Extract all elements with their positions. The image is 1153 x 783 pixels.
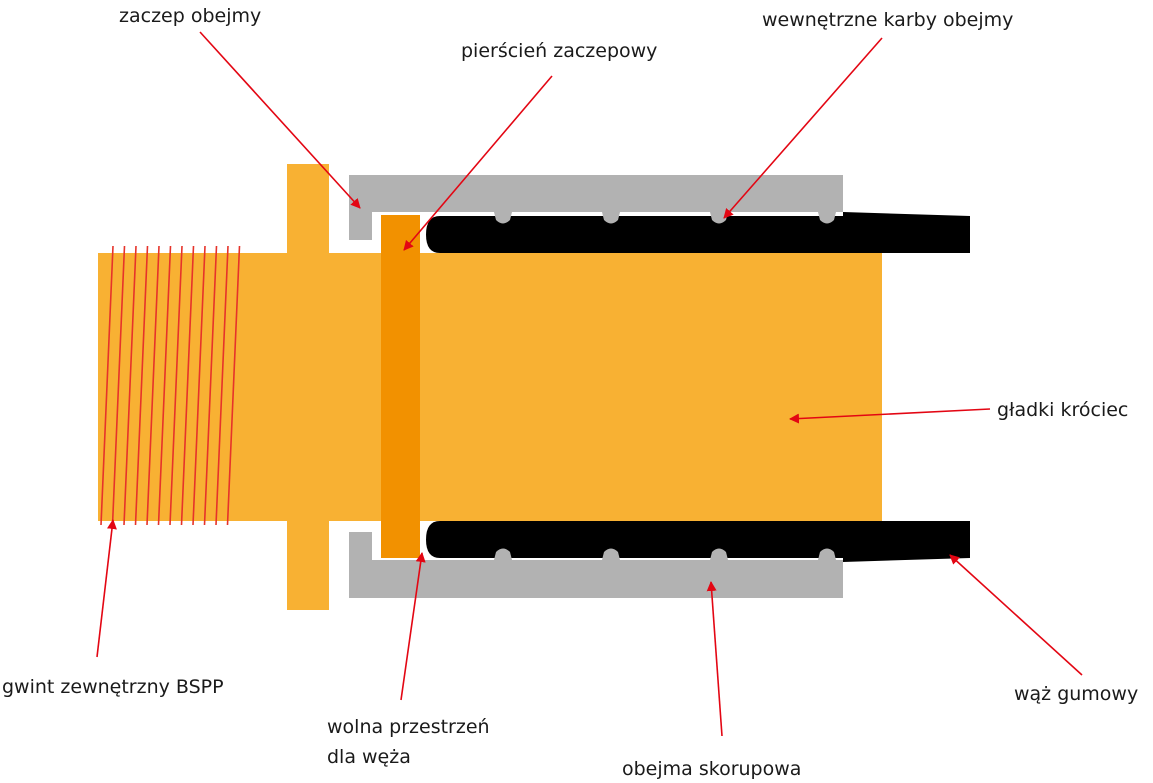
retaining-ring — [381, 215, 420, 558]
label-rubber-hose: wąż gumowy — [1014, 683, 1139, 705]
arrow-internal-notches — [723, 37, 883, 219]
arrow-rubber-hose — [949, 554, 1083, 676]
label-smooth-spigot: gładki króciec — [997, 399, 1129, 421]
thread-line — [111, 245, 126, 526]
thread-line — [123, 245, 137, 526]
fitting-body — [98, 164, 882, 610]
rubber-hose-bottom — [426, 521, 970, 558]
thread-line — [180, 245, 195, 526]
ferrule-bottom — [349, 532, 843, 598]
thread-line — [203, 245, 218, 526]
arrow-retainer-hook — [199, 31, 361, 209]
label-retainer-hook: zaczep obejmy — [119, 5, 262, 27]
arrow-smooth-spigot — [789, 408, 991, 424]
thread-line — [215, 245, 229, 526]
callout-arrows — [96, 31, 1083, 737]
thread-line — [226, 245, 241, 526]
arrow-retaining-ring — [403, 75, 553, 251]
hose-tail-top — [843, 212, 970, 253]
label-free-space-line1: wolna przestrzeń — [327, 716, 490, 738]
ferrule-top — [349, 175, 843, 240]
arrow-external-thread — [96, 519, 117, 658]
thread-line — [192, 245, 206, 526]
label-free-space: wolna przestrzeń dla węża — [327, 712, 490, 772]
thread-lines — [100, 245, 241, 526]
label-external-thread: gwint zewnętrzny BSPP — [2, 676, 224, 698]
arrow-free-space — [400, 552, 426, 701]
thread-line — [134, 245, 149, 526]
thread-line — [146, 245, 160, 526]
label-retaining-ring: pierścień zaczepowy — [461, 40, 658, 62]
label-internal-notches: wewnętrzne karby obejmy — [762, 9, 1014, 31]
hex-flange — [287, 164, 329, 610]
thread-line — [169, 245, 183, 526]
thread-line — [100, 245, 114, 526]
smooth-spigot — [420, 253, 882, 521]
rubber-hose-top — [426, 216, 970, 253]
hose-tail-bottom — [843, 521, 970, 562]
label-free-space-line2: dla węża — [327, 746, 411, 768]
label-shell-ferrule: obejma skorupowa — [622, 758, 802, 780]
internal-notches-bottom — [494, 548, 836, 560]
arrow-shell-ferrule — [706, 581, 723, 737]
thread-line — [157, 245, 172, 526]
